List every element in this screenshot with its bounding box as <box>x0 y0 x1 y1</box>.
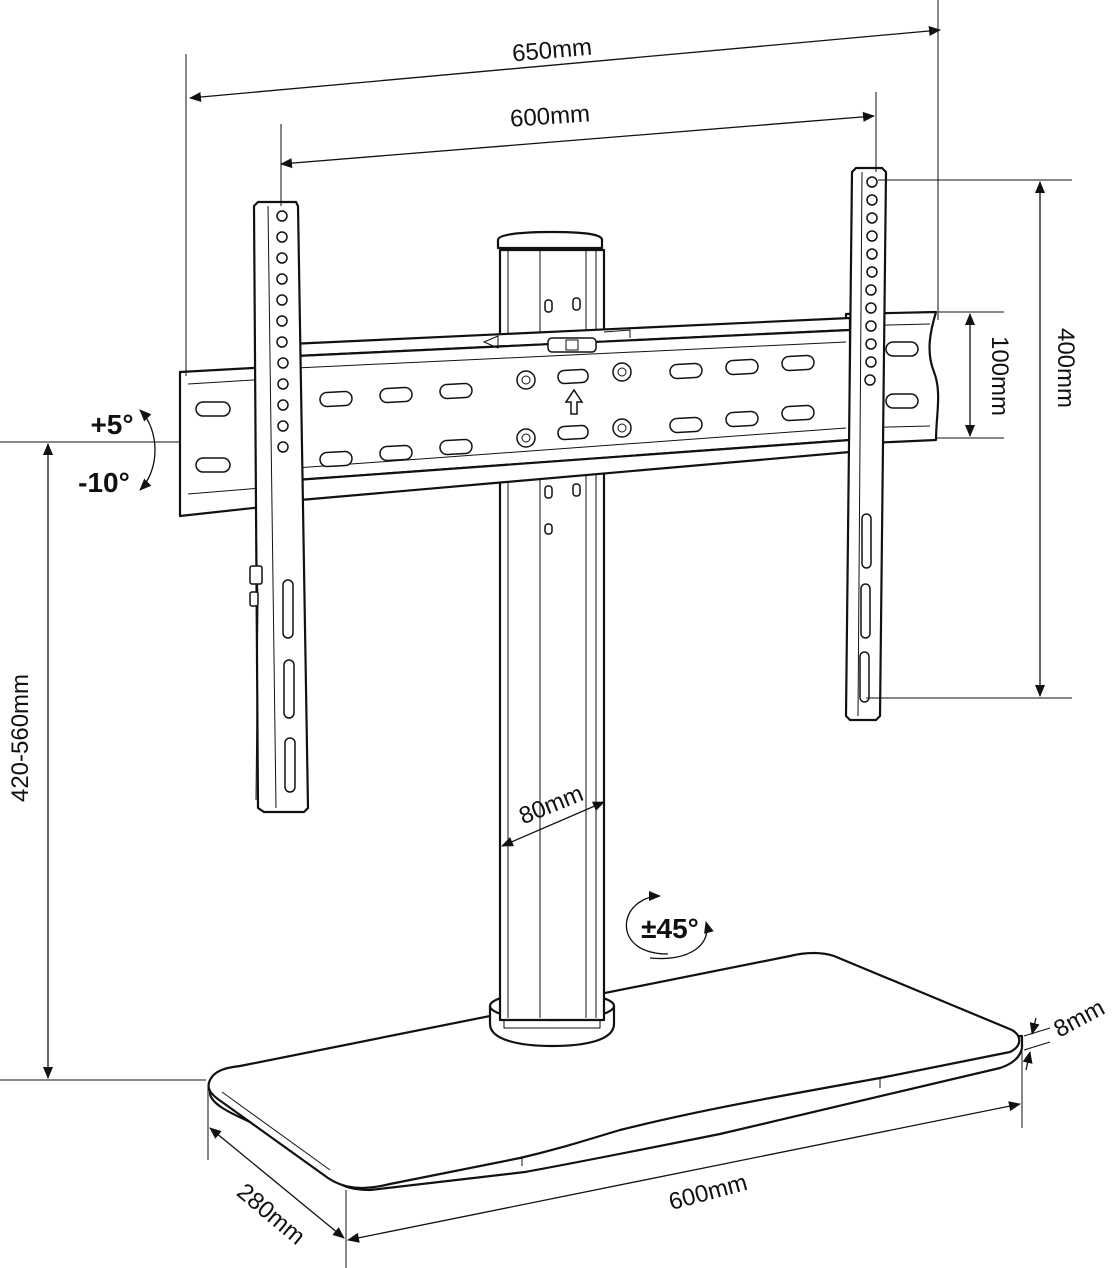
right-vertical-arm <box>844 166 888 722</box>
dimension-lines <box>0 0 1072 1268</box>
swivel-label: ±45° <box>641 913 699 944</box>
tilt-up-label: +5° <box>90 409 133 440</box>
base-width-label: 600mm <box>666 1169 750 1216</box>
base-depth-label: 280mm <box>231 1178 310 1250</box>
base-thickness-label: 8mm <box>1049 994 1109 1043</box>
tilt-down-label: -10° <box>78 467 130 498</box>
height-range-label: 420-560mm <box>7 674 34 802</box>
left-vertical-arm <box>249 200 310 814</box>
bar-height-label: 100mm <box>986 336 1013 416</box>
swivel-arrows-icon <box>625 891 714 960</box>
vesa-height-label: 400mm <box>1052 328 1079 408</box>
tilt-arc-icon <box>139 409 156 491</box>
vesa-width-label: 600mm <box>509 100 591 133</box>
stand-base <box>207 951 1024 1192</box>
